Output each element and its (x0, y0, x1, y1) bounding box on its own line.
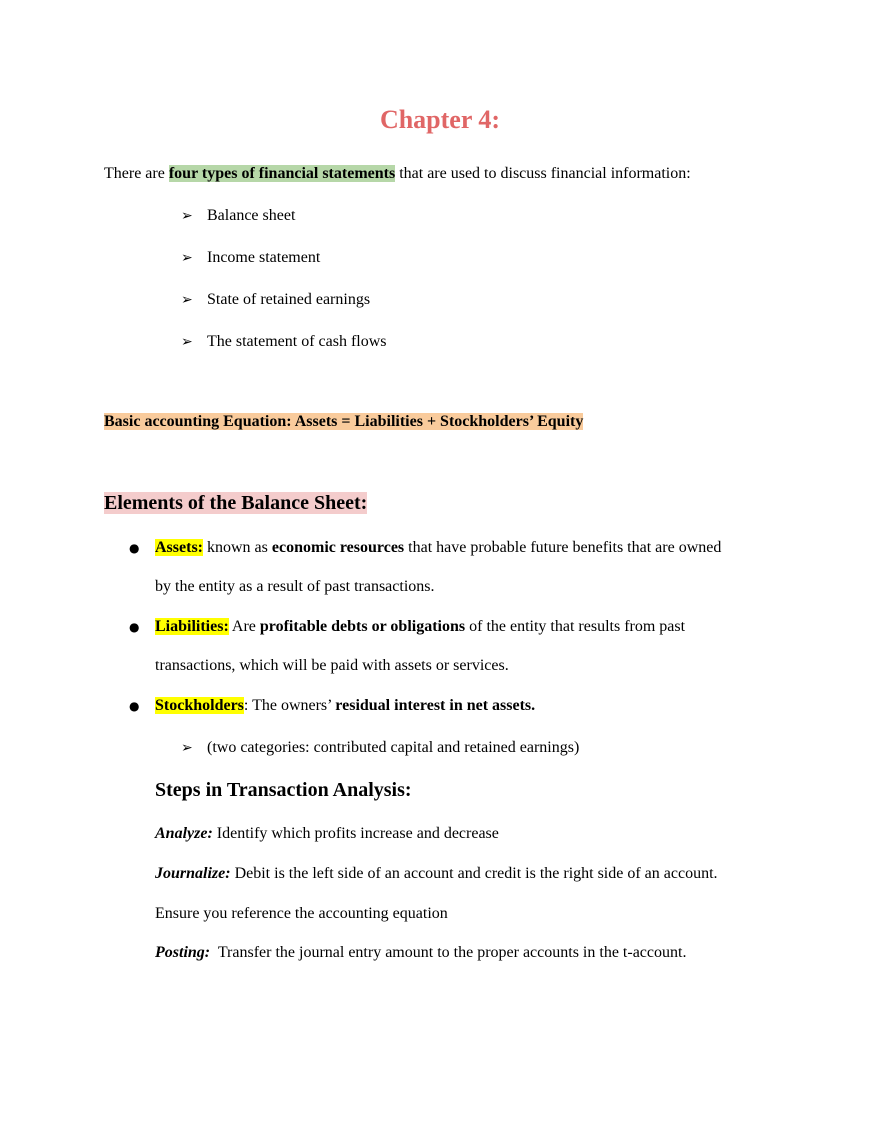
arrow-bullet-icon: ➢ (181, 208, 193, 224)
arrow-bullet-icon: ➢ (181, 334, 193, 350)
assets-definition: Assets: known as economic resources that… (155, 538, 721, 558)
step-journalize-label: Journalize: (155, 865, 231, 882)
bullet-icon: ● (129, 541, 140, 555)
section-heading-text: Elements of the Balance Sheet: (104, 492, 368, 514)
arrow-bullet-icon: ➢ (181, 250, 193, 266)
liabilities-definition: Liabilities: Are profitable debts or obl… (155, 617, 685, 637)
stockholders-bold: residual interest in net assets. (335, 697, 536, 714)
assets-text-cont: that have probable future benefits that … (404, 539, 722, 556)
list-item: Balance sheet (207, 207, 296, 224)
stockholders-subitem: (two categories: contributed capital and… (207, 739, 580, 756)
liabilities-term: Liabilities: (155, 618, 229, 635)
intro-suffix: that are used to discuss financial infor… (395, 165, 691, 182)
step-journalize-text: Debit is the left side of an account and… (230, 865, 718, 882)
step-posting-text: Transfer the journal entry amount to the… (210, 944, 687, 961)
arrow-bullet-icon: ➢ (181, 740, 193, 756)
step-analyze-text: Identify which profits increase and decr… (212, 825, 499, 842)
page-title: Chapter 4: (379, 105, 501, 134)
intro-prefix: There are (104, 165, 169, 182)
step-journalize: Journalize: Debit is the left side of an… (155, 864, 718, 884)
step-analyze-label: Analyze: (155, 825, 213, 842)
liabilities-definition-line2: transactions, which will be paid with as… (155, 657, 509, 674)
accounting-equation-text: Basic accounting Equation: Assets = Liab… (104, 413, 584, 430)
assets-text: known as (203, 539, 272, 556)
list-item: Income statement (207, 249, 321, 266)
stockholders-term: Stockholders (155, 697, 244, 714)
section-heading-balance-sheet: Elements of the Balance Sheet: (104, 490, 368, 516)
list-item: The statement of cash flows (207, 333, 387, 350)
list-item: State of retained earnings (207, 291, 371, 308)
stockholders-definition: Stockholders: The owners’ residual inter… (155, 696, 535, 716)
bullet-icon: ● (129, 699, 140, 713)
bullet-icon: ● (129, 620, 140, 634)
step-posting: Posting: Transfer the journal entry amou… (155, 943, 686, 963)
intro-paragraph: There are four types of financial statem… (104, 164, 691, 184)
assets-bold: economic resources (271, 539, 405, 556)
section-heading-steps: Steps in Transaction Analysis: (155, 779, 412, 801)
liabilities-text: Are (228, 618, 260, 635)
arrow-bullet-icon: ➢ (181, 292, 193, 308)
accounting-equation: Basic accounting Equation: Assets = Liab… (104, 412, 584, 432)
stockholders-text: : The owners’ (243, 697, 336, 714)
assets-term: Assets: (155, 539, 203, 556)
intro-highlight: four types of financial statements (168, 165, 396, 182)
step-posting-label: Posting: (155, 944, 211, 961)
liabilities-text-cont: of the entity that results from past (465, 618, 686, 635)
assets-definition-line2: by the entity as a result of past transa… (155, 578, 435, 595)
step-journalize-line2: Ensure you reference the accounting equa… (155, 905, 448, 922)
step-analyze: Analyze: Identify which profits increase… (155, 824, 499, 844)
liabilities-bold: profitable debts or obligations (259, 618, 466, 635)
